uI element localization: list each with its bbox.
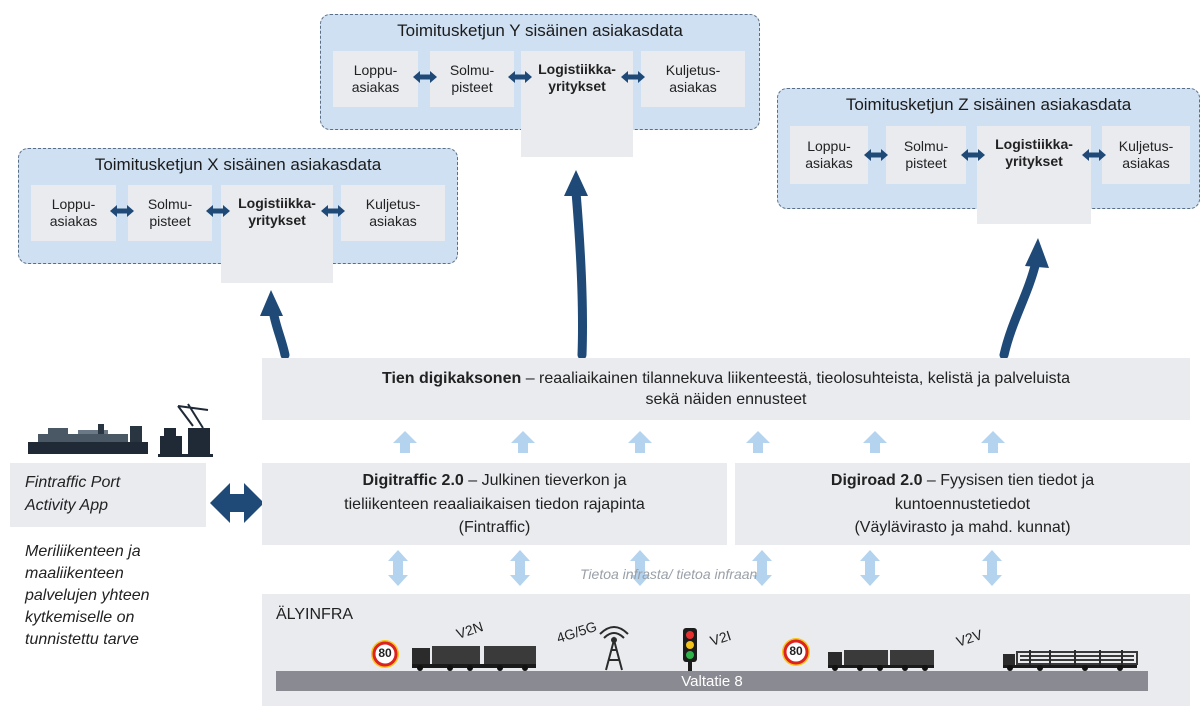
port-app-line1: Fintraffic Port (25, 474, 121, 491)
transport-customer-cell: Kuljetus- asiakas (1102, 126, 1190, 184)
truck-icon (412, 646, 536, 671)
supply-chain-x-title: Toimitusketjun X sisäinen asiakasdata (94, 155, 382, 174)
node-points-cell: Solmu- pisteet (886, 126, 966, 184)
logistics-companies-cell: Logistiikka- yritykset (521, 51, 633, 157)
end-customer-cell: Loppu- asiakas (31, 185, 116, 241)
digiroad-line2: kuntoennustetiedot (894, 496, 1031, 513)
digitraffic-line2: tieliikenteen reaaliaikaisen tiedon raja… (344, 496, 645, 513)
digiroad-title: Digiroad 2.0 (830, 472, 923, 489)
digital-twin-box (262, 358, 1190, 420)
port-app-box (10, 463, 206, 527)
supply-chain-y-title: Toimitusketjun Y sisäinen asiakasdata (397, 21, 683, 40)
ship-icon (28, 403, 213, 457)
digitraffic-title: Digitraffic 2.0 (362, 472, 464, 489)
arrow-up-icon (564, 170, 588, 196)
truck-icon (828, 650, 934, 671)
speed-sign-2-value: 80 (789, 644, 803, 658)
arrow-up-icon (1025, 238, 1049, 268)
timber-truck-icon (1003, 650, 1138, 671)
digital-twin-line1: Tien digikaksonen – reaaliaikainen tilan… (262, 368, 1190, 389)
logistics-companies-cell: Logistiikka- yritykset (977, 126, 1091, 224)
road-label: Valtatie 8 (681, 673, 743, 690)
digital-twin-line2: sekä näiden ennusteet (645, 391, 807, 408)
digiroad-line1: Digiroad 2.0 – Fyysisen tien tiedot ja (830, 472, 1095, 489)
port-note: Meriliikenteen ja maaliikenteen palveluj… (25, 543, 150, 648)
digital-twin-title: Tien digikaksonen (381, 370, 522, 387)
port-app-line2: Activity App (25, 497, 108, 514)
transport-customer-cell: Kuljetus- asiakas (641, 51, 745, 107)
traffic-light-icon (683, 628, 697, 671)
end-customer-cell: Loppu- asiakas (333, 51, 418, 107)
digitraffic-box (262, 463, 727, 545)
info-flow-label: Tietoa infrasta/ tietoa infraan (580, 566, 758, 582)
digiroad-line3: (Väylävirasto ja mahd. kunnat) (854, 519, 1071, 536)
speed-sign-1-value: 80 (378, 646, 392, 660)
digitraffic-line1: Digitraffic 2.0 – Julkinen tieverkon ja (362, 472, 627, 489)
logistics-companies-cell: Logistiikka- yritykset (221, 185, 333, 283)
node-points-cell: Solmu- pisteet (430, 51, 514, 107)
antenna-tower-icon (599, 626, 629, 671)
smart-infra-title: ÄLYINFRA (276, 606, 354, 623)
arrow-up-icon (260, 290, 283, 316)
end-customer-cell: Loppu- asiakas (790, 126, 868, 184)
road-bar (276, 671, 1148, 691)
transport-customer-cell: Kuljetus- asiakas (341, 185, 445, 241)
digitraffic-line3: (Fintraffic) (458, 519, 531, 536)
digiroad-box (735, 463, 1190, 545)
digital-twin-desc: – reaaliaikainen tilannekuva liikenteest… (521, 370, 1071, 387)
double-arrow-icon (210, 483, 264, 523)
supply-chain-z-title: Toimitusketjun Z sisäinen asiakasdata (845, 95, 1132, 114)
node-points-cell: Solmu- pisteet (128, 185, 212, 241)
